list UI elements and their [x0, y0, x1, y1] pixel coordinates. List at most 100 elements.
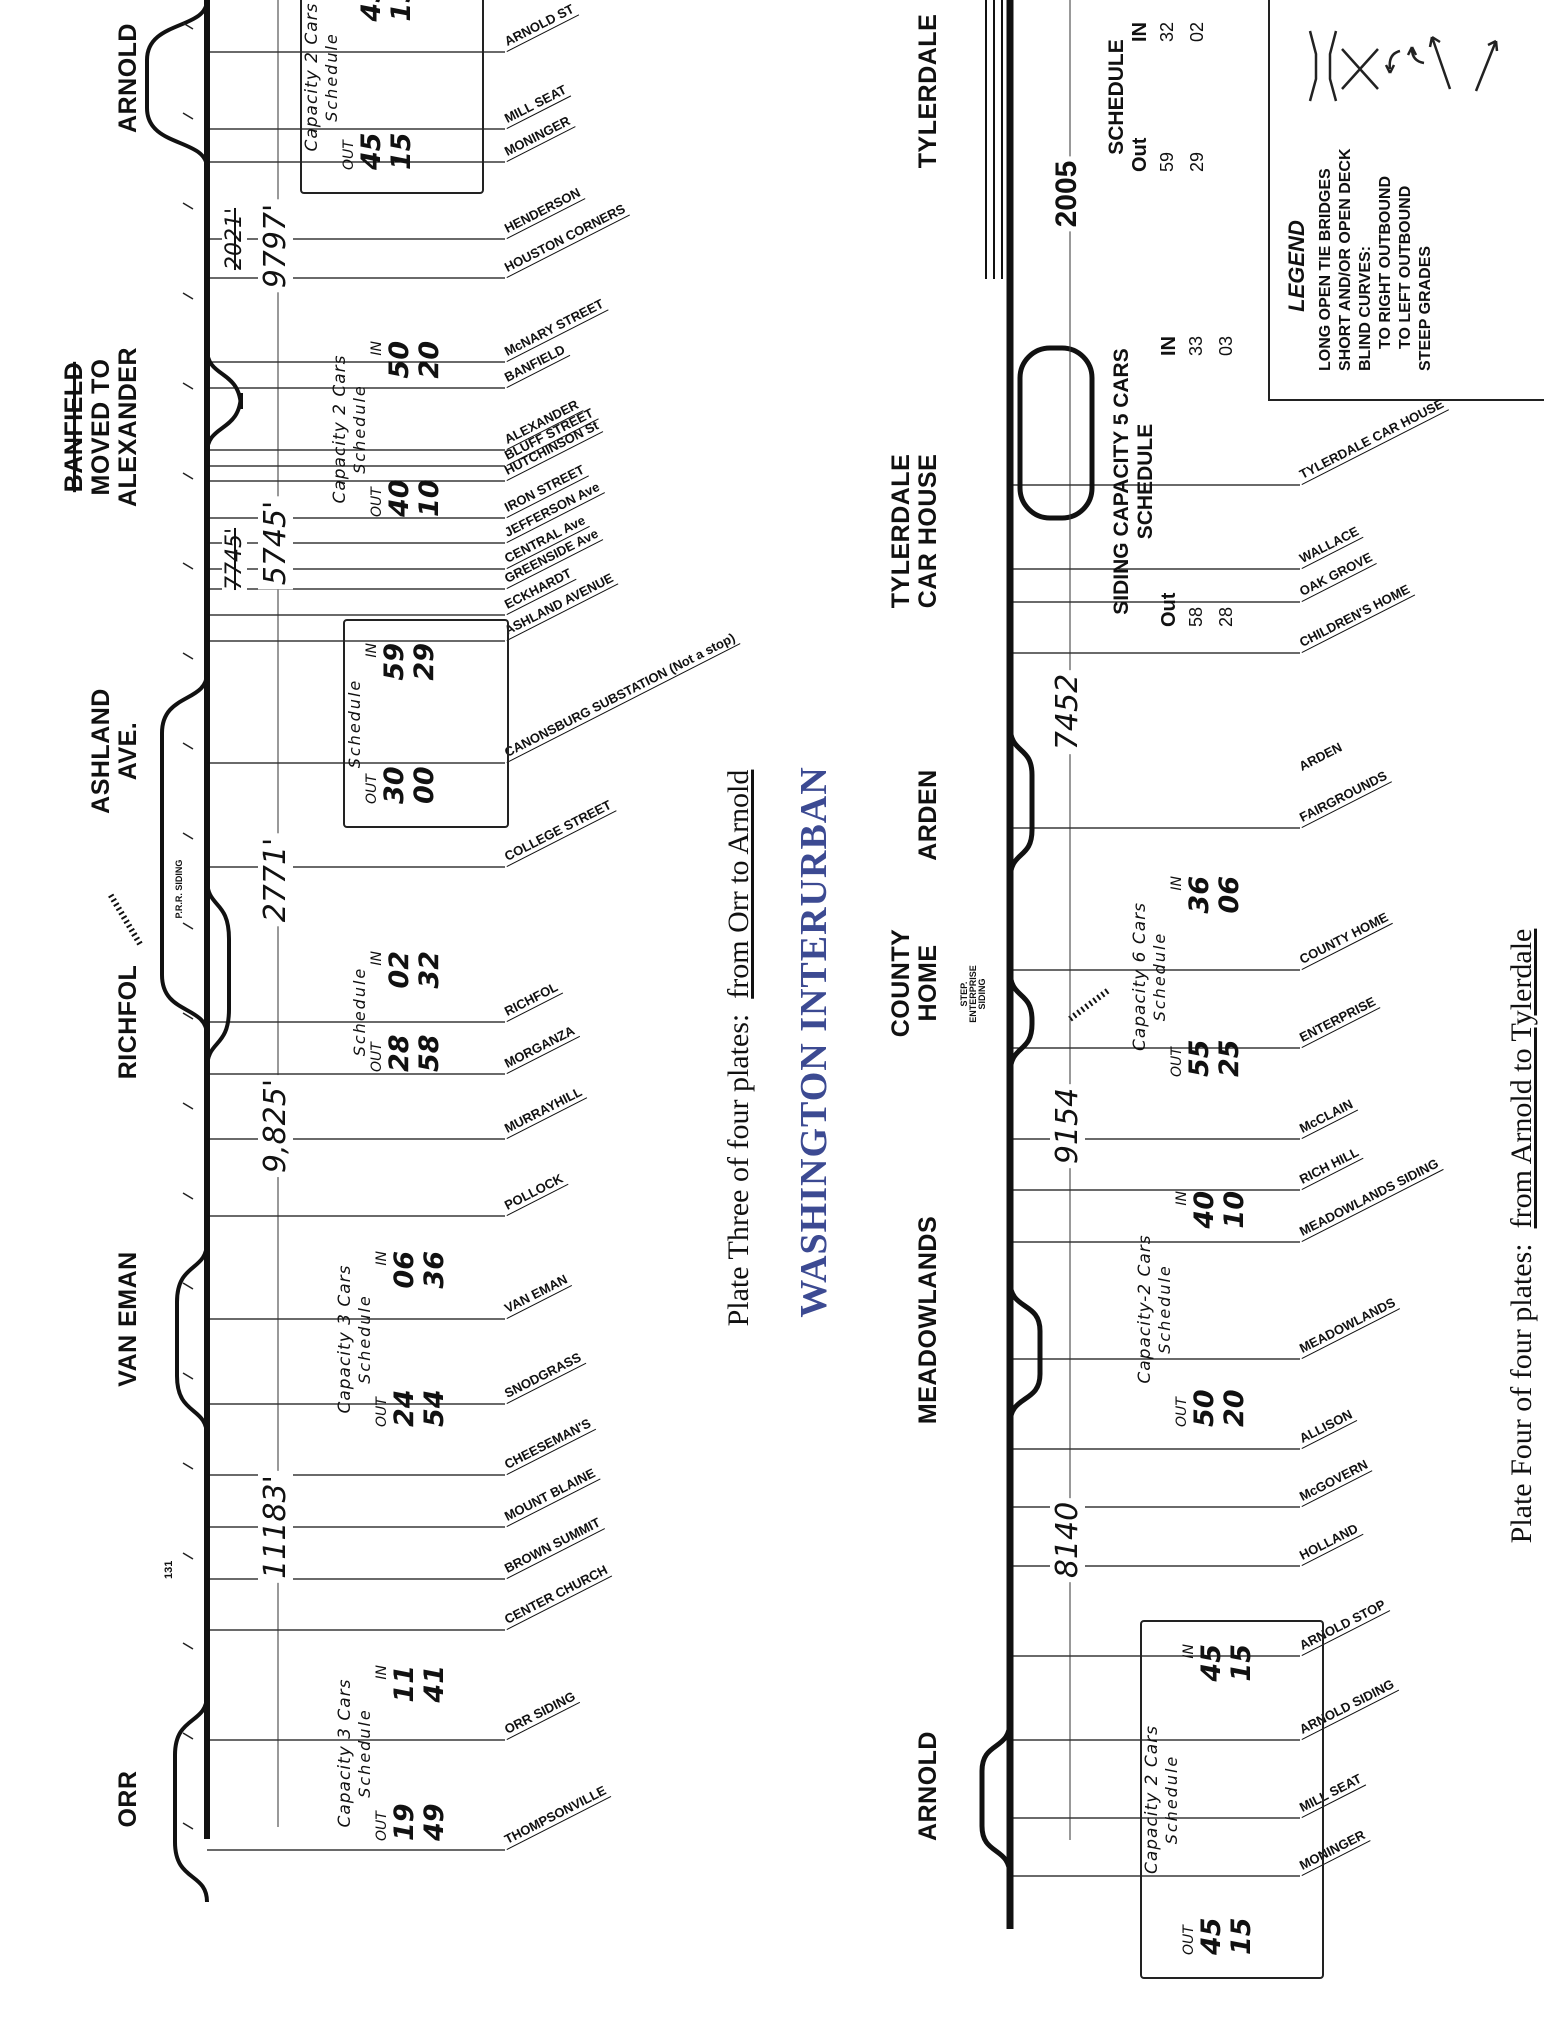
plate-four-caption: Plate Four of four plates: from Arnold t…: [1505, 929, 1539, 1544]
out-time: 40: [384, 479, 415, 517]
out-time: 58: [414, 1034, 445, 1072]
grade-arrow-mark: [182, 1192, 194, 1200]
schedule-heading: Schedule: [355, 1708, 374, 1798]
capacity-label: Capacity 2 Cars: [1142, 1724, 1162, 1875]
in-time: 33: [1186, 336, 1206, 357]
schedule-heading: Schedule: [345, 678, 364, 769]
siding-track: [979, 1720, 1013, 1877]
in-time: 50: [384, 341, 415, 379]
distance-label: 9797': [258, 199, 293, 293]
station-name-line: ARNOLD: [114, 23, 142, 133]
station-name-line: TYLERDALE: [887, 453, 915, 609]
in-label: IN: [1174, 1191, 1190, 1206]
siding-track: [145, 0, 209, 169]
distance-label: 11183': [258, 1471, 293, 1583]
grade-arrow-mark: [182, 202, 194, 210]
caption-prefix: Plate Four of four plates:: [1505, 1243, 1538, 1544]
capacity-label: Capacity 2 Cars: [302, 2, 322, 152]
out-time: 00: [409, 766, 440, 804]
in-time: 32: [1157, 22, 1177, 43]
in-time: 45: [1196, 1644, 1227, 1682]
station-name-line: ARNOLD: [914, 1731, 942, 1841]
station-name-line: COUNTY: [887, 928, 915, 1038]
out-time: 29: [1187, 151, 1207, 172]
grade-arrow-mark: [182, 1462, 194, 1470]
station-name-line: BANFIELD: [60, 361, 88, 493]
in-time: 11: [389, 1665, 420, 1703]
out-label: OUT: [1174, 1397, 1190, 1427]
crossed-distance-label: 2021': [222, 203, 247, 275]
out-label: OUT: [369, 487, 385, 517]
station-name-line: HOME: [914, 944, 942, 1022]
grade-arrow-mark: [182, 652, 194, 660]
distance-label: 2005: [1050, 156, 1084, 232]
legend: LEGEND LONG OPEN TIE BRIDGES SHORT AND/O…: [1268, 0, 1544, 401]
capacity-label: Capacity 3 Cars: [335, 1678, 355, 1828]
in-time: 41: [419, 1665, 450, 1703]
siding-track: [205, 878, 231, 1070]
station-name-line: MOVED TO: [87, 358, 115, 496]
grade-arrow-mark: [182, 472, 194, 480]
in-time: 29: [409, 643, 440, 681]
station-name: ORR: [114, 1770, 142, 1827]
prr-siding-track: [107, 892, 143, 946]
grade-arrow-mark: [182, 22, 194, 30]
in-time: 10: [1219, 1191, 1250, 1229]
out-time: 15: [386, 132, 417, 170]
station-name-line: ALEXANDER: [114, 346, 142, 508]
schedule-heading: Schedule: [1155, 1264, 1174, 1354]
siding-track: [173, 1694, 209, 1903]
grade-arrow-mark: [182, 382, 194, 390]
in-time: 06: [1214, 876, 1245, 914]
grade-arrow-mark: [182, 1372, 194, 1380]
grade-arrow-mark: [182, 1822, 194, 1830]
distance-label: 9154: [1050, 1083, 1085, 1169]
schedule-heading: Schedule: [1162, 1754, 1181, 1845]
grade-up-arrow-icon: [1428, 35, 1452, 90]
capacity-label: SIDING CAPACITY 5 CARS: [1110, 348, 1133, 615]
station-name: TYLERDALE: [914, 14, 942, 169]
caption-route: from Orr to Arnold: [722, 769, 755, 999]
schedule-heading: Schedule: [322, 32, 341, 122]
station-name-line: ARDEN: [914, 769, 942, 861]
capacity-label: Capacity 3 Cars: [335, 1264, 355, 1414]
in-time: 59: [379, 643, 410, 681]
short-bridge-icon: [1341, 48, 1379, 90]
station-name-line: MEADOWLANDS: [914, 1215, 942, 1425]
out-time: 28: [1216, 606, 1236, 627]
siding-track: [1007, 1280, 1043, 1425]
milepost-note: 131: [163, 1560, 175, 1579]
station-name-line: AVE.: [114, 721, 142, 781]
in-time: 36: [1184, 876, 1215, 914]
in-label: IN: [1181, 1644, 1197, 1659]
in-label: IN: [364, 643, 380, 658]
crossed-distance-label: 7745': [222, 523, 247, 595]
station-name: VAN EMAN: [114, 1251, 142, 1386]
grade-arrow-mark: [182, 1732, 194, 1740]
out-time: 59: [1157, 151, 1177, 172]
grade-arrow-mark: [182, 832, 194, 840]
schedule-heading: SCHEDULE: [1134, 423, 1157, 540]
station-name: MEADOWLANDS: [914, 1215, 942, 1425]
schedule-time-row: 00 29: [409, 621, 440, 826]
station-name: ARNOLD: [114, 23, 142, 133]
out-time: 50: [1189, 1389, 1220, 1427]
schedule-heading: SCHEDULE: [1105, 39, 1128, 155]
capacity-label: Capacity-2 Cars: [1135, 1234, 1155, 1384]
in-label: IN: [1158, 336, 1180, 356]
out-time: 20: [1219, 1389, 1250, 1427]
